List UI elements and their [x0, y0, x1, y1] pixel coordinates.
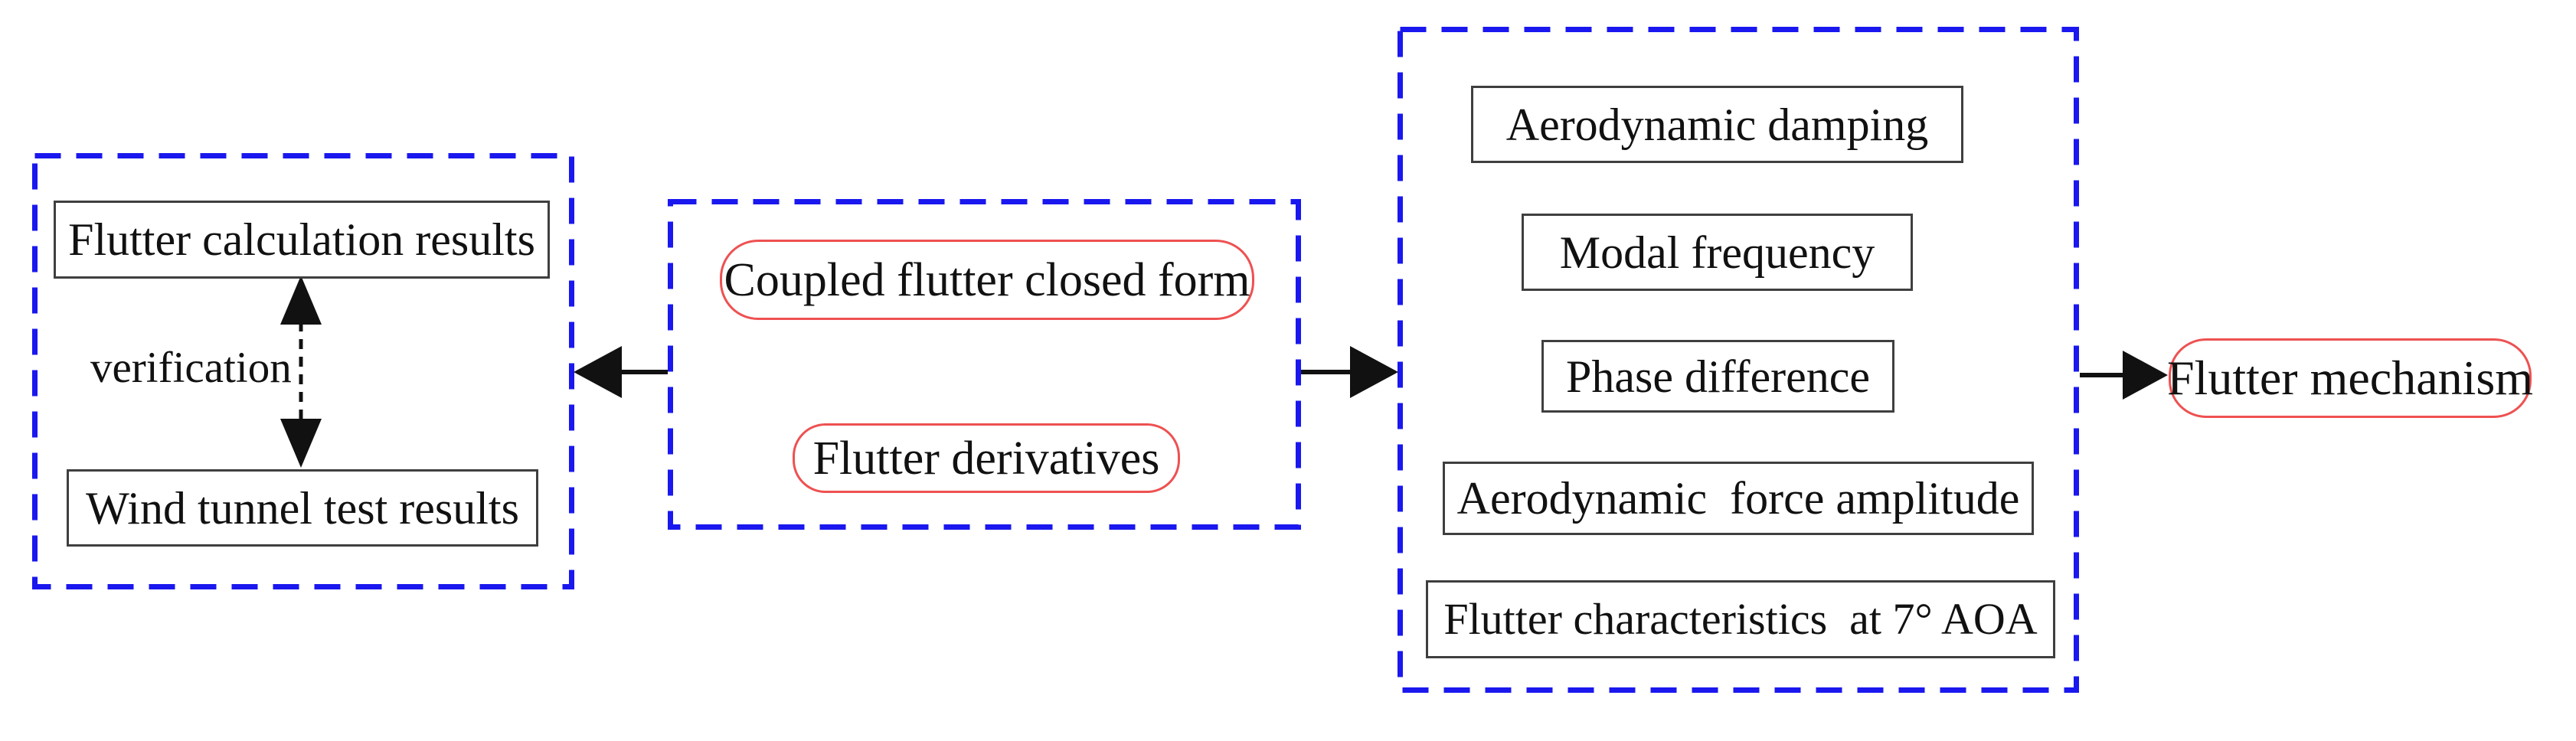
flutter-calculation-results-box: Flutter calculation results — [54, 201, 550, 279]
analysis-to-mechanism-arrow-icon — [2080, 351, 2168, 400]
flutter-characteristics-aoa-box: Flutter characteristics at 7° AOA — [1426, 580, 2055, 658]
method-group-frame — [668, 199, 1301, 530]
verification-arrow-label: verification — [90, 344, 292, 392]
flutter-derivatives-node: Flutter derivatives — [793, 423, 1180, 493]
method-to-analysis-arrow-icon — [1301, 346, 1398, 398]
verification-group-frame — [32, 153, 574, 589]
modal-frequency-box: Modal frequency — [1522, 214, 1913, 291]
analysis-group-frame — [1398, 27, 2079, 693]
method-to-verification-arrow-icon — [574, 346, 668, 398]
wind-tunnel-test-results-box: Wind tunnel test results — [67, 469, 538, 547]
aerodynamic-force-amplitude-box: Aerodynamic force amplitude — [1443, 462, 2034, 535]
phase-difference-box: Phase difference — [1541, 340, 1894, 413]
coupled-flutter-closed-form-node: Coupled flutter closed form — [720, 240, 1254, 320]
aerodynamic-damping-box: Aerodynamic damping — [1471, 86, 1963, 163]
flutter-mechanism-node: Flutter mechanism — [2167, 338, 2533, 418]
verification-double-arrow-icon — [280, 276, 322, 468]
